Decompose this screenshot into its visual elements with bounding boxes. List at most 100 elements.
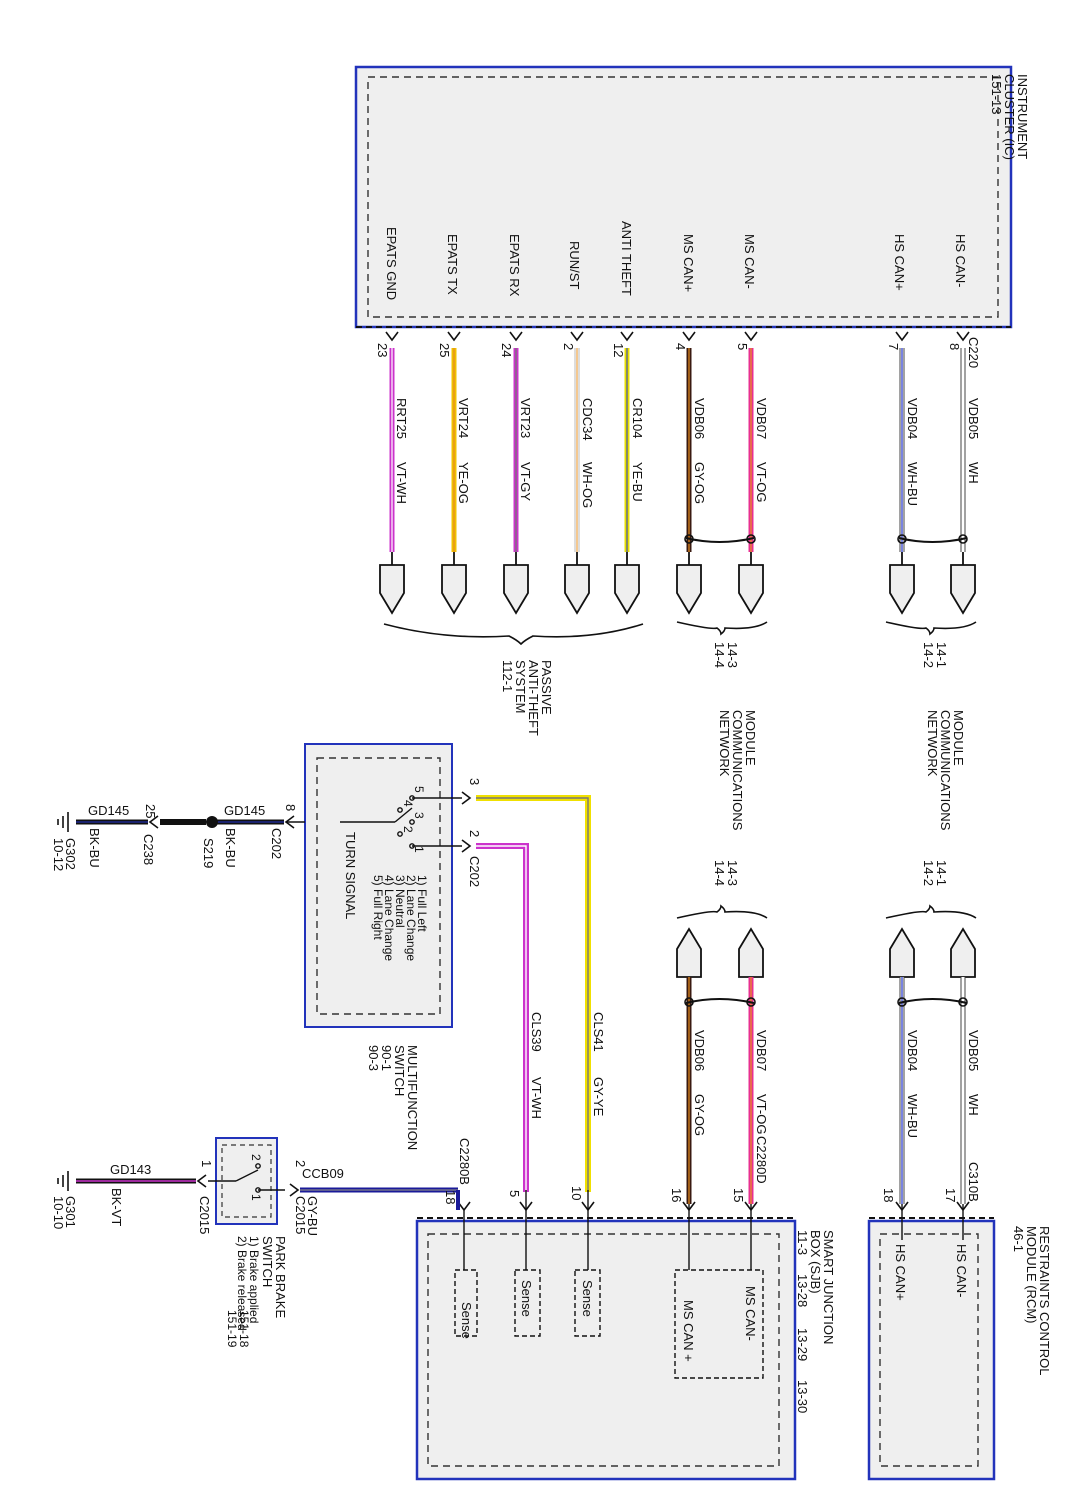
- svg-text:151-19: 151-19: [225, 1310, 239, 1348]
- ms-page-refs-top: 14-3 14-4: [712, 642, 740, 668]
- svg-text:GD145: GD145: [224, 803, 265, 818]
- color-label: YE-BU: [630, 462, 645, 502]
- svg-text:14-3: 14-3: [725, 860, 740, 886]
- svg-text:2: 2: [293, 1160, 308, 1167]
- svg-text:1: 1: [249, 1194, 263, 1201]
- svg-text:2) Lane Change: 2) Lane Change: [404, 875, 418, 961]
- svg-text:GD145: GD145: [88, 803, 129, 818]
- svg-text:5) Full Right: 5) Full Right: [371, 875, 385, 940]
- pin-number: 12: [611, 343, 626, 357]
- ic-connector: C220: [966, 337, 981, 368]
- svg-text:C238: C238: [141, 834, 156, 865]
- svg-text:8: 8: [283, 804, 298, 811]
- svg-text:RESTRAINTS CONTROL: RESTRAINTS CONTROL: [1037, 1226, 1052, 1376]
- svg-text:13-30: 13-30: [795, 1380, 810, 1413]
- svg-text:14-2: 14-2: [921, 642, 936, 668]
- svg-text:10-10: 10-10: [51, 1196, 66, 1229]
- svg-text:14-1: 14-1: [934, 642, 949, 668]
- svg-text:NETWORK: NETWORK: [925, 710, 940, 777]
- ic-pin-labels: EPATS GND EPATS TX EPATS RX RUN/ST ANTI …: [384, 221, 968, 300]
- svg-text:C2280B: C2280B: [457, 1138, 472, 1185]
- svg-text:MODULE: MODULE: [951, 710, 966, 766]
- svg-text:10: 10: [569, 1186, 584, 1200]
- svg-text:C2015: C2015: [197, 1196, 212, 1234]
- svg-text:10-12: 10-12: [51, 838, 66, 871]
- pin-label-epats-gnd: EPATS GND: [384, 227, 399, 300]
- svg-text:GY-OG: GY-OG: [692, 1094, 707, 1136]
- circuit-label: VDB06: [692, 398, 707, 439]
- ms-page-refs-bottom: 14-3 14-4: [712, 860, 740, 886]
- svg-text:25: 25: [143, 804, 158, 818]
- svg-text:VDB05: VDB05: [966, 1030, 981, 1071]
- svg-text:BOX (SJB): BOX (SJB): [808, 1230, 823, 1294]
- hs-page-refs-bottom: 14-1 14-2: [921, 860, 949, 886]
- svg-text:GY-YE: GY-YE: [591, 1077, 606, 1117]
- svg-text:BK-VT: BK-VT: [109, 1188, 124, 1226]
- svg-text:11-3: 11-3: [795, 1230, 810, 1255]
- color-label: VT-WH: [394, 462, 409, 504]
- svg-text:G301: G301: [63, 1196, 78, 1228]
- svg-text:2: 2: [467, 830, 482, 837]
- svg-text:14-4: 14-4: [712, 860, 727, 886]
- svg-text:SYSTEM: SYSTEM: [513, 660, 528, 713]
- mfs-wires: 3 2 C202 CLS41 GY-YE CLS39 VT-WH: [461, 778, 606, 1192]
- svg-text:C2280D: C2280D: [754, 1136, 769, 1184]
- svg-text:15: 15: [731, 1188, 746, 1202]
- ic-title-1: INSTRUMENT: [1015, 74, 1030, 159]
- lower-page-connectors: [676, 927, 976, 978]
- svg-text:17: 17: [943, 1188, 958, 1202]
- color-label: VT-OG: [754, 462, 769, 502]
- svg-text:GD143: GD143: [110, 1162, 151, 1177]
- pin-number: 4: [673, 343, 688, 350]
- color-label: YE-OG: [456, 462, 471, 504]
- color-label: GY-OG: [692, 462, 707, 504]
- circuit-label: VRT24: [456, 398, 471, 438]
- svg-text:Sense: Sense: [580, 1280, 595, 1317]
- svg-text:GY-BU: GY-BU: [305, 1196, 320, 1236]
- circuit-label: CR104: [630, 398, 645, 438]
- ic-title-2: CLUSTER (IC): [1002, 74, 1017, 160]
- lower-circuit-labels: VDB07 VT-OG VDB06 GY-OG VDB05 WH VDB04 W…: [692, 1030, 981, 1138]
- circuit-label: VRT23: [518, 398, 533, 438]
- color-label: VT-GY: [518, 462, 533, 501]
- svg-text:3) Neutral: 3) Neutral: [393, 875, 407, 928]
- svg-text:SWITCH: SWITCH: [392, 1045, 407, 1096]
- svg-text:18: 18: [443, 1190, 458, 1204]
- circuit-label: VDB04: [905, 398, 920, 439]
- svg-text:2: 2: [249, 1154, 263, 1161]
- svg-text:COMMUNICATIONS: COMMUNICATIONS: [938, 710, 953, 831]
- sjb-pins: 18 5 10 16 15 C2280B C2280D: [443, 1136, 769, 1270]
- svg-text:151-18: 151-18: [237, 1310, 251, 1348]
- svg-text:5: 5: [507, 1190, 522, 1197]
- color-label: WH: [966, 462, 981, 484]
- svg-text:WH: WH: [966, 1094, 981, 1116]
- pin-label-hs-can-plus: HS CAN+: [892, 234, 907, 291]
- svg-text:BK-BU: BK-BU: [223, 828, 238, 868]
- pin-number: 7: [886, 343, 901, 350]
- svg-text:C2015: C2015: [293, 1196, 308, 1234]
- mcn-label-ms: MODULE COMMUNICATIONS NETWORK: [717, 710, 758, 831]
- svg-text:HS CAN-: HS CAN-: [954, 1244, 969, 1297]
- svg-text:14-1: 14-1: [934, 860, 949, 886]
- park-brake-wires: CCB09 2 C2015 GY-BU GD143 1 C2015 BK-VT …: [51, 1160, 458, 1236]
- svg-text:13-28: 13-28: [795, 1274, 810, 1307]
- svg-text:ANTI-THEFT: ANTI-THEFT: [526, 660, 541, 736]
- svg-text:90-1: 90-1: [379, 1045, 394, 1071]
- ic-braces: [383, 621, 977, 646]
- svg-text:18: 18: [881, 1188, 896, 1202]
- svg-text:14-4: 14-4: [712, 642, 727, 668]
- circuit-label: VDB07: [754, 398, 769, 439]
- pin-number: 23: [375, 343, 390, 357]
- svg-text:Sense: Sense: [459, 1302, 474, 1339]
- svg-text:5: 5: [412, 786, 426, 793]
- svg-text:COMMUNICATIONS: COMMUNICATIONS: [730, 710, 745, 831]
- svg-text:16: 16: [669, 1188, 684, 1202]
- lower-braces: [676, 904, 977, 919]
- svg-text:BK-BU: BK-BU: [87, 828, 102, 868]
- svg-text:1) Full Left: 1) Full Left: [415, 875, 429, 932]
- svg-text:HS CAN+: HS CAN+: [893, 1244, 908, 1301]
- ic-wires: [389, 348, 968, 552]
- svg-text:1: 1: [199, 1160, 214, 1167]
- svg-text:90-3: 90-3: [366, 1045, 381, 1071]
